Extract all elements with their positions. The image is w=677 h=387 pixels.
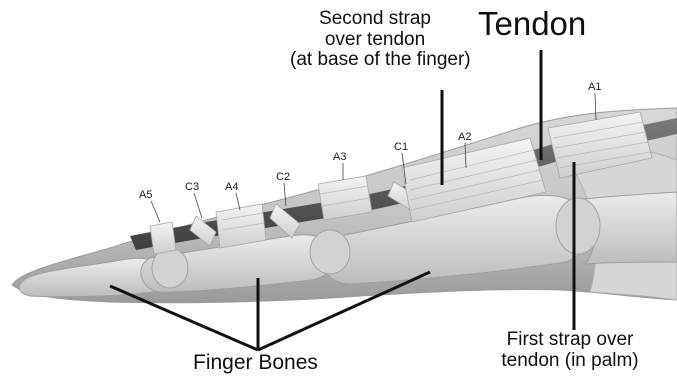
- tendon-label: Tendon: [478, 6, 586, 42]
- strap-a4: [216, 204, 266, 248]
- pulley-label-c2: C2: [276, 171, 290, 183]
- second-strap-label: Second strap over tendon (at base of the…: [290, 9, 460, 71]
- second-strap-line-1: Second strap: [290, 9, 460, 30]
- pulley-label-a5: A5: [139, 189, 152, 201]
- pulley-label-a3: A3: [333, 151, 346, 163]
- second-strap-line-2: over tendon: [290, 30, 460, 51]
- pulley-label-a2: A2: [458, 131, 471, 143]
- pulley-label-a4: A4: [225, 181, 238, 193]
- pip-joint: [310, 230, 350, 274]
- strap-a3: [318, 176, 372, 220]
- first-strap-label: First strap over tendon (in palm): [470, 330, 670, 371]
- strap-a5: [150, 222, 176, 254]
- first-strap-line-2: tendon (in palm): [470, 351, 670, 372]
- dip-joint: [152, 248, 188, 288]
- pulley-label-c3: C3: [185, 181, 199, 193]
- pulley-label-a1: A1: [588, 81, 601, 93]
- finger-bones-label: Finger Bones: [193, 352, 318, 375]
- mcp-joint: [556, 198, 600, 254]
- first-strap-line-1: First strap over: [470, 330, 670, 351]
- pulley-label-c1: C1: [394, 141, 408, 153]
- second-strap-line-3: (at base of the finger): [290, 50, 460, 71]
